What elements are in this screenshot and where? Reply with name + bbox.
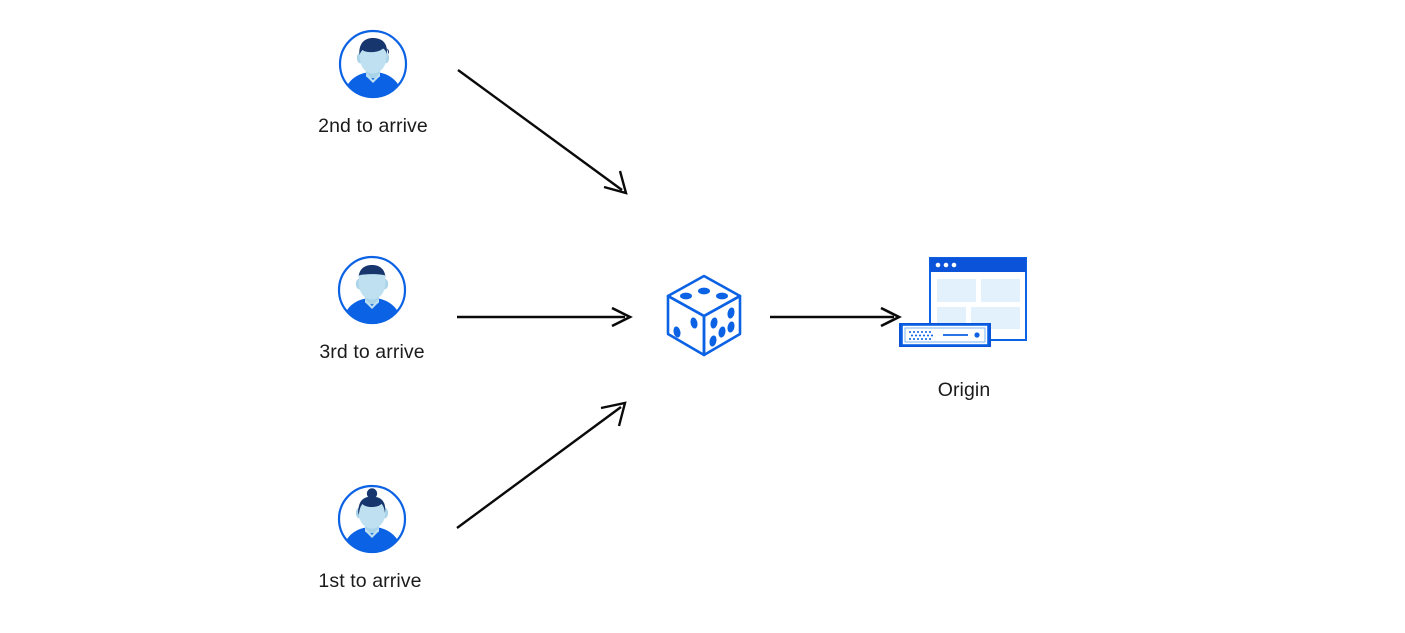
user-avatar-icon-2nd xyxy=(337,28,409,100)
origin-server-icon xyxy=(896,253,1028,353)
arrow-1st-to-dice xyxy=(456,401,627,529)
arrow-dice-to-origin xyxy=(770,306,902,328)
dice-icon xyxy=(661,270,747,362)
node-label-3rd: 3rd to arrive xyxy=(319,341,425,363)
user-avatar-icon-1st xyxy=(336,483,408,555)
arrow-3rd-to-dice xyxy=(457,306,633,328)
server-device xyxy=(899,323,991,347)
node-label-origin: Origin xyxy=(937,379,991,401)
arrow-2nd-to-dice xyxy=(457,69,628,195)
user-avatar-icon-3rd xyxy=(336,254,408,326)
node-label-1st: 1st to arrive xyxy=(318,570,422,592)
node-label-2nd: 2nd to arrive xyxy=(318,115,428,137)
